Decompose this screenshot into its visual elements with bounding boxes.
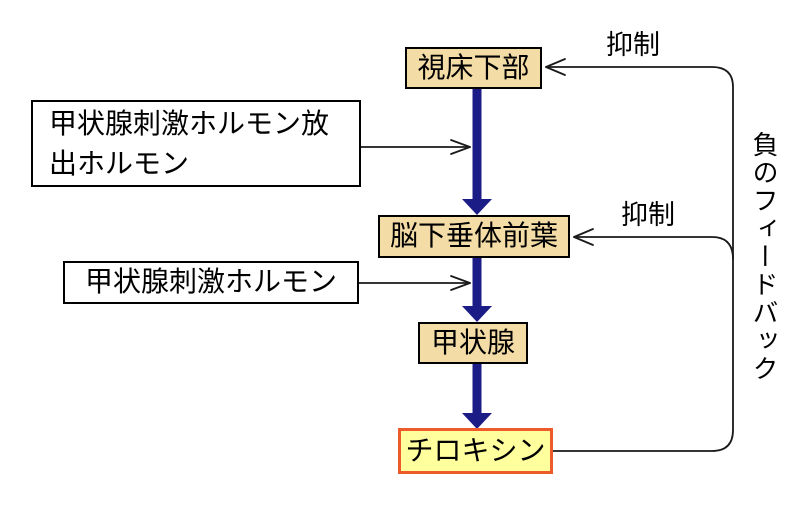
inhibit-label-top: 抑制 (606, 30, 660, 61)
tsh-arrow (358, 275, 471, 291)
flow-arrow-hypothalamus-to-pituitary (462, 89, 492, 215)
feedback-loop-to-hypothalamus (545, 58, 734, 452)
negative-feedback-label: 負のフィードバック (748, 131, 778, 383)
left-open-arrowhead-icon (545, 58, 566, 76)
pituitary-box: 脳下垂体前葉 (378, 215, 570, 258)
trh-label-line2: 出ホルモン (49, 146, 190, 180)
right-open-arrowhead-icon (450, 139, 471, 155)
flow-arrow-pituitary-to-thyroid (462, 258, 492, 322)
tsh-label: 甲状腺刺激ホルモン (84, 265, 337, 299)
trh-label: 甲状腺刺激ホルモン放 出ホルモン (49, 104, 329, 184)
left-open-arrowhead-icon (573, 228, 594, 246)
thyroxine-label: チロキシン (405, 433, 546, 467)
down-arrowhead-icon (462, 199, 492, 215)
trh-arrow (360, 139, 471, 155)
hypothalamus-label: 視床下部 (417, 50, 530, 84)
pituitary-label: 脳下垂体前葉 (389, 219, 558, 253)
thyroid-label: 甲状腺 (430, 325, 515, 359)
flow-arrow-thyroid-to-thyroxine (462, 364, 492, 429)
thyroxine-box: チロキシン (398, 428, 553, 474)
tsh-box: 甲状腺刺激ホルモン (63, 261, 359, 304)
down-arrowhead-icon (462, 413, 492, 429)
down-arrowhead-icon (462, 306, 492, 322)
inhibit-label-middle: 抑制 (621, 200, 675, 231)
trh-label-line1: 甲状腺刺激ホルモン放 (49, 106, 330, 140)
hypothalamus-box: 視床下部 (405, 47, 542, 89)
feedback-branch-to-pituitary (573, 228, 734, 260)
right-open-arrowhead-icon (450, 275, 471, 291)
trh-box: 甲状腺刺激ホルモン放 出ホルモン (31, 100, 361, 187)
thyroid-box: 甲状腺 (418, 322, 528, 364)
feedback-path (545, 66, 734, 452)
feedback-branch-path (573, 236, 734, 260)
